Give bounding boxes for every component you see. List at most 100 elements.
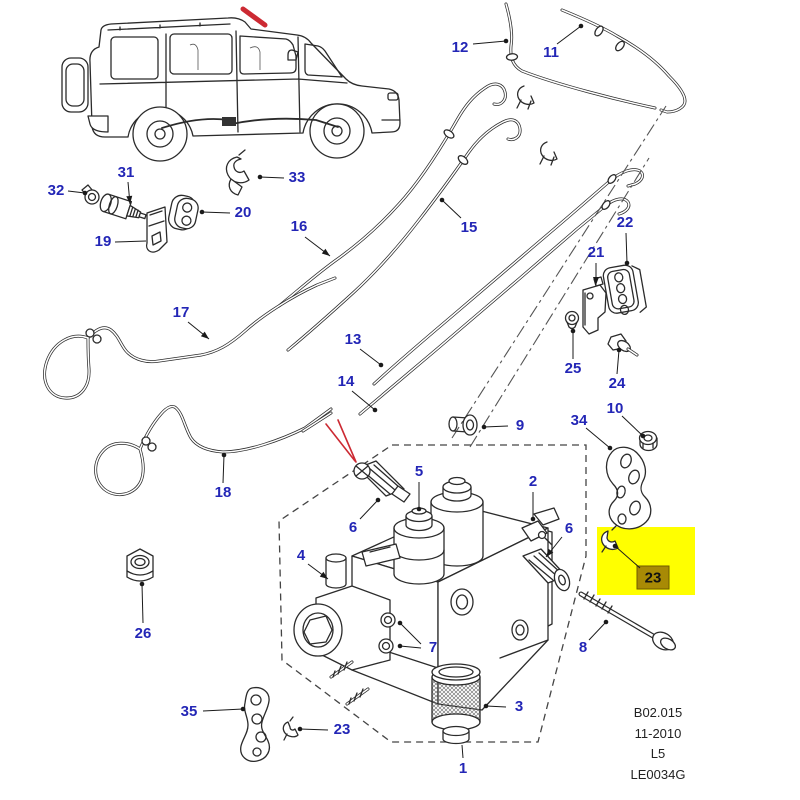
- part-callout-10[interactable]: 10: [607, 400, 624, 417]
- part-callout-1[interactable]: 1: [459, 760, 467, 777]
- fitting-6-left: [353, 460, 411, 503]
- leader-dot-20: [199, 209, 205, 215]
- car-window-front-door: [239, 35, 297, 75]
- leader-line-26: [141, 583, 144, 624]
- phantom-lines: [451, 105, 667, 448]
- leader-line-7: [399, 622, 422, 645]
- part-callout-25[interactable]: 25: [565, 360, 582, 377]
- part-callout-21[interactable]: 21: [588, 244, 605, 261]
- car-seats: [189, 43, 261, 70]
- part-26-nut: [126, 548, 154, 582]
- car-window-mid: [169, 33, 233, 75]
- doc-ref-date: 11-2010: [635, 726, 682, 741]
- leader-dot-10: [640, 433, 646, 439]
- car-door-lines: [99, 30, 348, 133]
- leader-dot-12: [503, 38, 509, 44]
- leader-line-12: [472, 40, 507, 45]
- highlighted-part-label[interactable]: 23: [645, 569, 662, 586]
- leader-dot-2: [530, 516, 536, 522]
- leader-line-33: [259, 176, 285, 179]
- red-pointer-arrows: [325, 419, 357, 463]
- leader-dot-33: [257, 174, 263, 180]
- leader-line-1: [461, 744, 464, 759]
- pipes: [43, 2, 687, 497]
- pipe-12: [504, 2, 657, 110]
- part-callout-26[interactable]: 26: [135, 625, 152, 642]
- part-callout-16[interactable]: 16: [291, 218, 308, 235]
- highlight-label-box[interactable]: [636, 565, 670, 590]
- part-callout-18[interactable]: 18: [215, 484, 232, 501]
- car-location-red-marker: [240, 6, 268, 28]
- part-callout-14[interactable]: 14: [338, 373, 355, 390]
- part-callout-7[interactable]: 7: [429, 639, 437, 656]
- part-callout-31[interactable]: 31: [118, 164, 135, 181]
- part-callout-33[interactable]: 33: [289, 169, 306, 186]
- part-callout-32[interactable]: 32: [48, 182, 65, 199]
- part-callout-19[interactable]: 19: [95, 233, 112, 250]
- part-callout-20[interactable]: 20: [235, 204, 252, 221]
- filter: [431, 663, 481, 745]
- leader-line-9: [483, 425, 509, 428]
- leader-dot-34: [607, 445, 613, 451]
- car-spare-wheel-inner: [65, 63, 85, 107]
- part-callout-3[interactable]: 3: [515, 698, 523, 715]
- block-bosses: [378, 612, 396, 654]
- hose-clip-a: [516, 85, 535, 110]
- part-callout-6a[interactable]: 6: [349, 519, 357, 536]
- part-callout-2[interactable]: 2: [529, 473, 537, 490]
- part-callout-8[interactable]: 8: [579, 639, 587, 656]
- leader-line-15: [441, 199, 462, 219]
- leader-dot-25: [570, 328, 576, 334]
- leader-line-10: [621, 415, 644, 437]
- pipe-collar-fittings: [85, 25, 625, 452]
- car-headlight: [387, 92, 399, 101]
- part-34-bracket: [605, 446, 652, 530]
- car-window-rear-quarter: [110, 36, 159, 80]
- leader-dot-23h: [612, 543, 618, 549]
- doc-ref-code: B02.015: [634, 705, 682, 720]
- pipe-13: [372, 168, 644, 386]
- pump-head: [293, 553, 391, 671]
- part-33-clip: [225, 149, 250, 196]
- part-31-sensor: [99, 193, 147, 220]
- figure-footer: B02.015 11-2010 L5 LE0034G: [631, 705, 686, 782]
- leader-line-11: [556, 25, 582, 45]
- part-callout-4[interactable]: 4: [297, 547, 306, 564]
- pipe-stub: [301, 411, 333, 433]
- leader-line-3: [485, 705, 507, 708]
- leader-arrow-6b: [546, 548, 554, 557]
- part-callout-17[interactable]: 17: [173, 304, 190, 321]
- part-20-grommet-mount: [167, 194, 199, 231]
- leader-line-20: [201, 211, 231, 214]
- block-studs: [329, 660, 370, 706]
- car-wheel-front-rim: [323, 117, 351, 145]
- leader-arrow-17: [200, 331, 209, 339]
- leader-dot-9: [481, 424, 487, 430]
- part-callout-24[interactable]: 24: [609, 375, 626, 392]
- leader-line-22: [625, 232, 628, 264]
- part-callout-12[interactable]: 12: [452, 39, 469, 56]
- pump-assembly: [293, 460, 571, 745]
- part-callout-23b[interactable]: 23: [334, 721, 351, 738]
- part-35-bracket: [240, 686, 271, 762]
- part-callout-34[interactable]: 34: [571, 412, 588, 429]
- leader-line-14: [351, 390, 376, 411]
- part-callout-6b[interactable]: 6: [565, 520, 573, 537]
- part-32-sensor-cap: [81, 184, 100, 205]
- part-callout-15[interactable]: 15: [461, 219, 478, 236]
- part-callout-11[interactable]: 11: [543, 44, 559, 61]
- part-callout-35[interactable]: 35: [181, 703, 198, 720]
- leader-arrow-21: [593, 277, 599, 285]
- part-23-clip-lower: [282, 716, 299, 741]
- part-callout-5[interactable]: 5: [415, 463, 423, 480]
- leader-line-34: [585, 427, 611, 449]
- part-callout-22[interactable]: 22: [617, 214, 634, 231]
- leader-line-35: [202, 708, 244, 712]
- part-callout-13[interactable]: 13: [345, 331, 362, 348]
- hose-clip-b: [539, 141, 558, 166]
- doc-ref-figure: LE0034G: [631, 767, 686, 782]
- part-callout-9[interactable]: 9: [516, 417, 524, 434]
- part-25-nut: [564, 310, 580, 330]
